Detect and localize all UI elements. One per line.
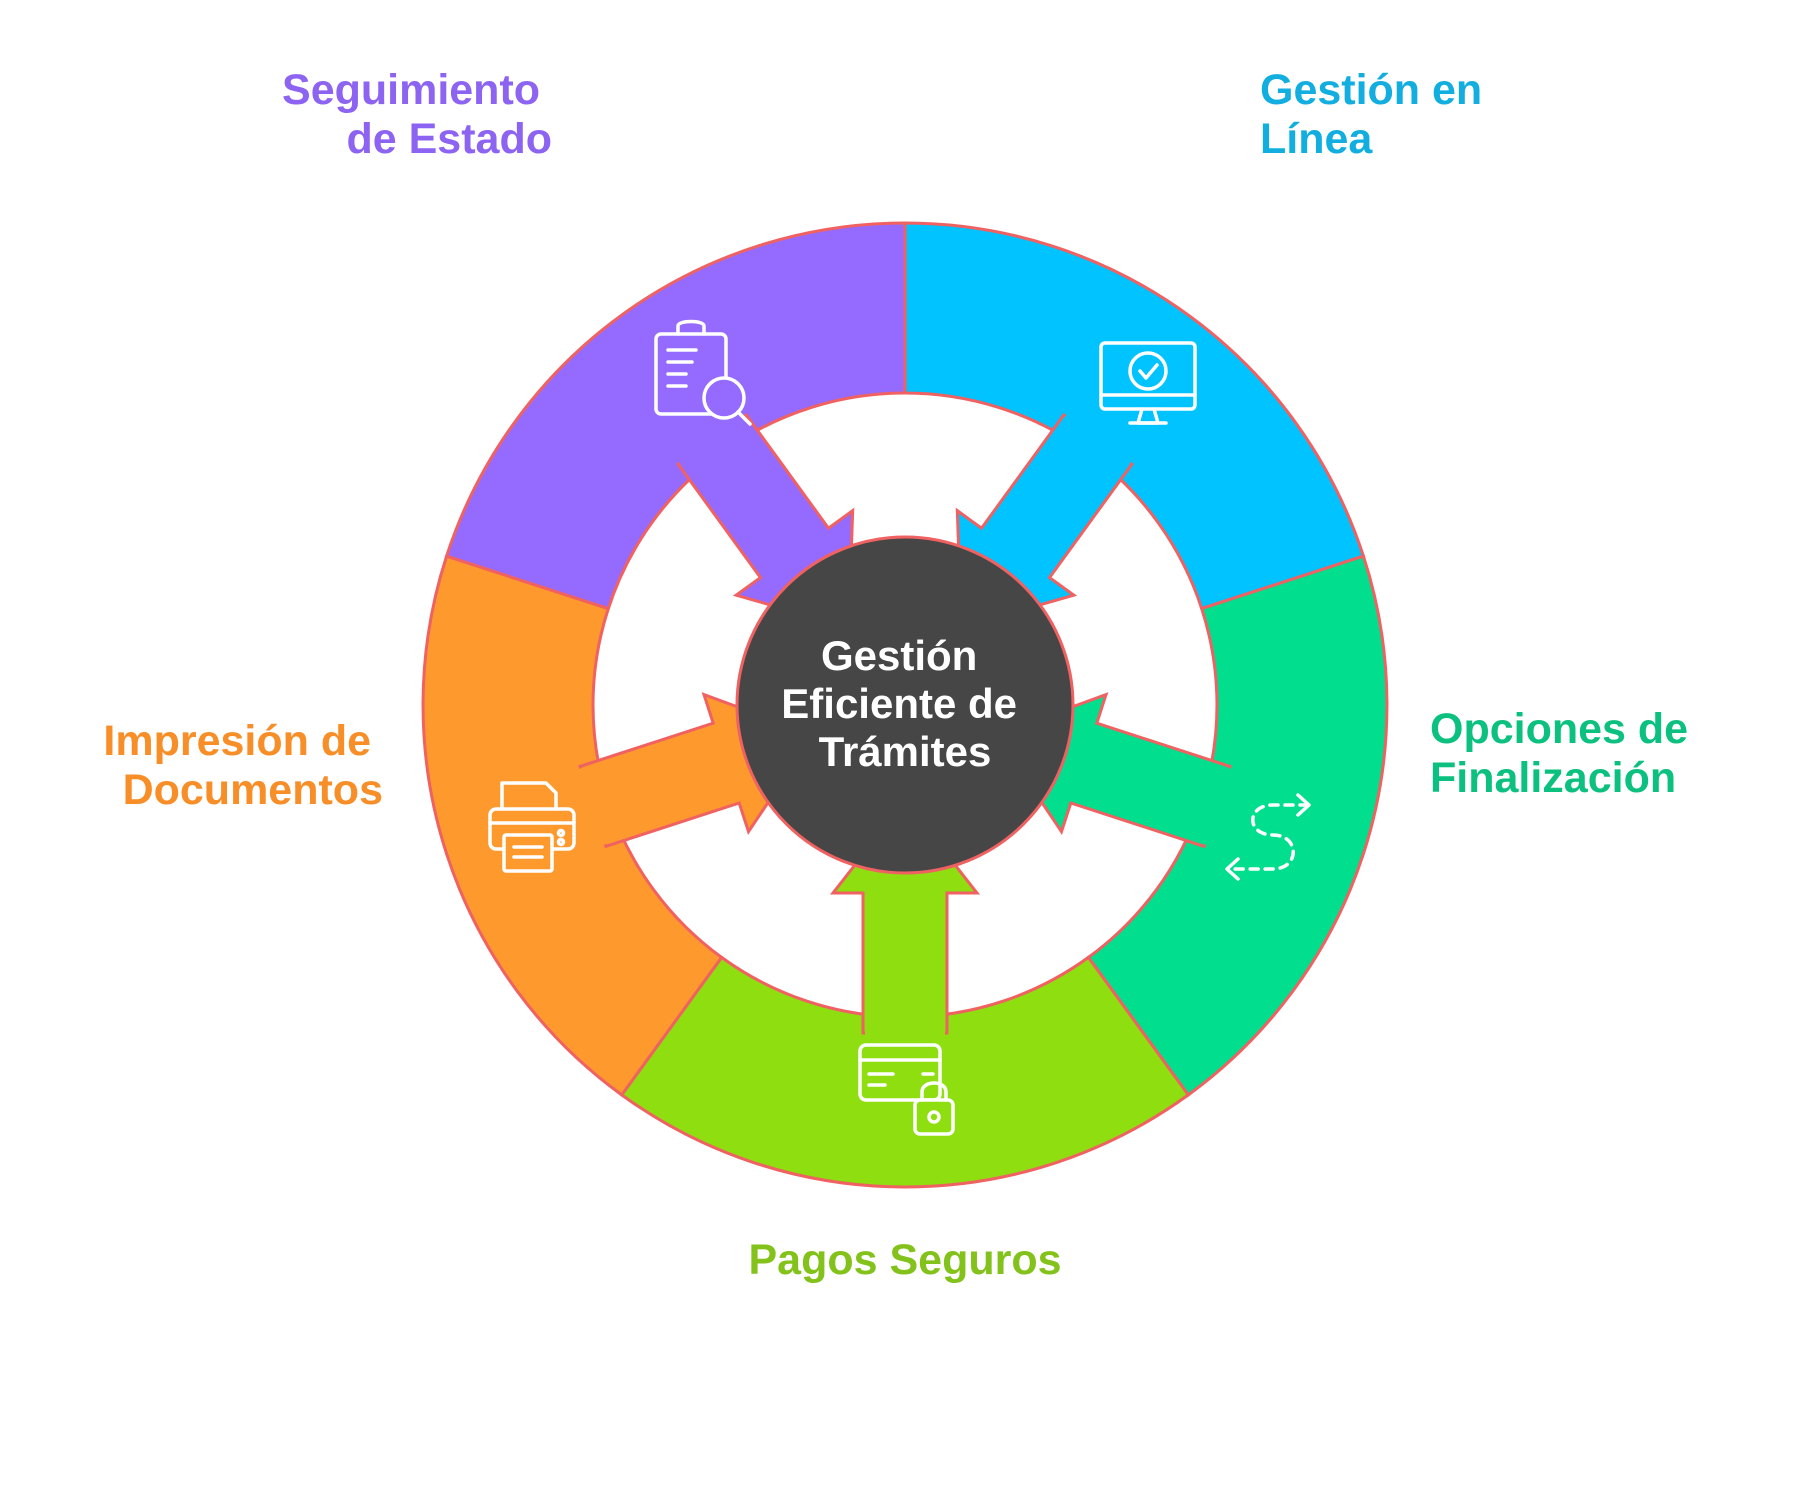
center-title-line-3: Trámites bbox=[819, 728, 992, 775]
label-seguimiento-de-estado: Seguimiento de Estado bbox=[282, 66, 552, 163]
arrow-join-opciones-de-finalizacion bbox=[1187, 762, 1234, 846]
arrow-join-pagos-seguros bbox=[865, 1015, 945, 1037]
center-title: Gestión Eficiente de Trámites bbox=[781, 632, 1028, 775]
segment-opciones-de-finalizacion bbox=[1086, 554, 1389, 1097]
label-gestion-en-linea: Gestión en Línea bbox=[1260, 66, 1494, 163]
label-impresion-de-documentos: Impresión de Documentos bbox=[103, 717, 383, 814]
label-opciones-de-finalizacion: Opciones de Finalización bbox=[1430, 705, 1700, 802]
arrow-join-seguimiento-de-estado bbox=[677, 412, 756, 478]
monitor-check-icon bbox=[1099, 341, 1197, 425]
center-title-line-1: Gestión bbox=[821, 632, 977, 679]
center-circle bbox=[735, 535, 1075, 875]
dashed-path-arrows-icon bbox=[1225, 793, 1311, 881]
label-pagos-seguros: Pagos Seguros bbox=[748, 1236, 1061, 1284]
credit-card-lock-icon bbox=[858, 1043, 955, 1136]
printer-icon bbox=[488, 781, 576, 873]
segment-pagos-seguros bbox=[619, 955, 1191, 1189]
center-title-line-2: Eficiente de bbox=[781, 680, 1017, 727]
ring-segments bbox=[421, 221, 1389, 1189]
segment-seguimiento-de-estado bbox=[444, 221, 907, 611]
clipboard-search-icon bbox=[654, 319, 752, 426]
arrow-join-impresion-de-documentos bbox=[576, 762, 623, 846]
segment-gestion-en-linea bbox=[903, 221, 1366, 611]
arrow-join-gestion-en-linea bbox=[1054, 412, 1133, 478]
